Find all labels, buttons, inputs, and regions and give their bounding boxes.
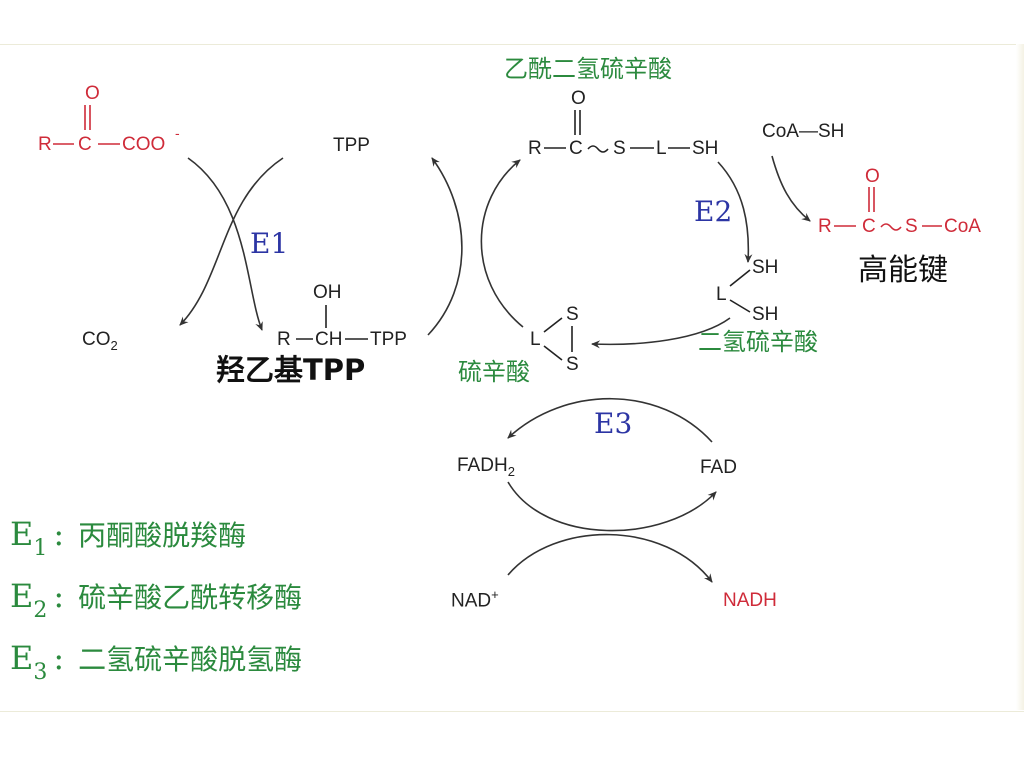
dihydrolipoamide-bonds	[729, 269, 751, 313]
acetyl-carbonyl-oxygen: O	[571, 88, 586, 109]
dihydrolipoamide-lipoyl: L	[716, 284, 727, 305]
acetyl-carbon: C	[569, 138, 583, 159]
pyruvate-carboxylate: COO	[122, 134, 166, 155]
slide-frame	[0, 44, 1024, 712]
acyl-coa-carbon: C	[862, 216, 876, 237]
legend-enzyme-number: 2	[33, 598, 48, 623]
lipoamide-lipoyl: L	[530, 329, 541, 350]
fadh2-label: FADH2	[457, 455, 515, 479]
legend-enzyme-name: 二氢硫辛酸脱氢酶	[78, 643, 303, 676]
legend-item: E1: 丙酮酸脱羧酶	[10, 515, 247, 560]
transfer-arrows	[427, 157, 524, 336]
reoxidation-arrow	[591, 317, 731, 349]
legend-enzyme-letter: E	[10, 515, 34, 553]
tpp-label: TPP	[333, 135, 370, 156]
acyl-coa-coa: CoA	[944, 216, 981, 237]
hydroxyethyl-tpp: TPP	[370, 329, 407, 350]
hydroxyethyl-tpp-name: 羟乙基TPP	[216, 353, 366, 387]
acyl-coa-r-group: R	[818, 216, 832, 237]
nadh-label: NADH	[723, 590, 777, 611]
e3-label: E3	[594, 407, 633, 440]
high-energy-bond-note: 高能键	[858, 253, 948, 288]
pyruvate-bonds	[53, 105, 120, 145]
coa-arrow	[771, 155, 811, 222]
dihydrolipoamide-thiol-top: SH	[752, 257, 779, 278]
legend-enzyme-number: 3	[33, 660, 48, 685]
coa-sh-label: CoA—SH	[762, 121, 845, 142]
acetyl-thiol: SH	[692, 138, 719, 159]
acetyl-sulfur: S	[613, 138, 626, 159]
hydroxyethyl-oh: OH	[313, 282, 342, 303]
nad-label: NAD+	[451, 587, 499, 612]
legend-enzyme-number: 1	[33, 536, 48, 561]
slide-frame-edge	[1016, 44, 1024, 710]
hydroxyethyl-r-group: R	[277, 329, 291, 350]
hydroxyethyl-ch: CH	[315, 329, 343, 350]
lipoamide-sulfur-bottom: S	[566, 354, 579, 375]
pyruvate-carbon: C	[78, 134, 92, 155]
legend-colon: :	[53, 639, 65, 677]
legend-item: E3: 二氢硫辛酸脱氢酶	[10, 639, 303, 684]
legend-colon: :	[53, 577, 65, 615]
pyruvate-charge: -	[175, 125, 180, 141]
dihydrolipoamide-name: 二氢硫辛酸	[698, 328, 818, 356]
acyl-coa-sulfur: S	[905, 216, 918, 237]
acetyl-dihydrolipoamide-name: 乙酰二氢硫辛酸	[504, 55, 672, 83]
hydroxyethyl-tpp-bonds	[296, 305, 368, 340]
legend-enzyme-letter: E	[10, 577, 34, 615]
e1-arrows	[179, 157, 284, 331]
legend-item: E2: 硫辛酸乙酰转移酶	[10, 577, 303, 622]
legend-enzyme-name: 丙酮酸脱羧酶	[78, 519, 247, 552]
acetyl-lipoyl: L	[656, 138, 667, 159]
e3-arrows	[507, 397, 717, 583]
e2-arrow	[717, 161, 753, 263]
acyl-coa-carbonyl-oxygen: O	[865, 166, 880, 187]
acetyl-dihydrolipoamide-bonds	[544, 110, 690, 153]
co2-label: CO2	[82, 329, 118, 353]
acyl-coa-bonds	[834, 187, 942, 231]
e1-label: E1	[250, 227, 289, 260]
lipoamide-name: 硫辛酸	[458, 358, 530, 386]
pyruvate-carbonyl-oxygen: O	[85, 83, 100, 104]
fad-label: FAD	[700, 457, 737, 478]
legend-colon: :	[53, 515, 65, 553]
legend-enzyme-letter: E	[10, 639, 34, 677]
lipoamide-sulfur-top: S	[566, 304, 579, 325]
acetyl-r-group: R	[528, 138, 542, 159]
e2-label: E2	[694, 195, 733, 228]
legend-enzyme-name: 硫辛酸乙酰转移酶	[78, 581, 303, 614]
lipoamide-bonds	[543, 317, 573, 361]
dihydrolipoamide-thiol-bottom: SH	[752, 304, 779, 325]
pyruvate-r-group: R	[38, 134, 52, 155]
